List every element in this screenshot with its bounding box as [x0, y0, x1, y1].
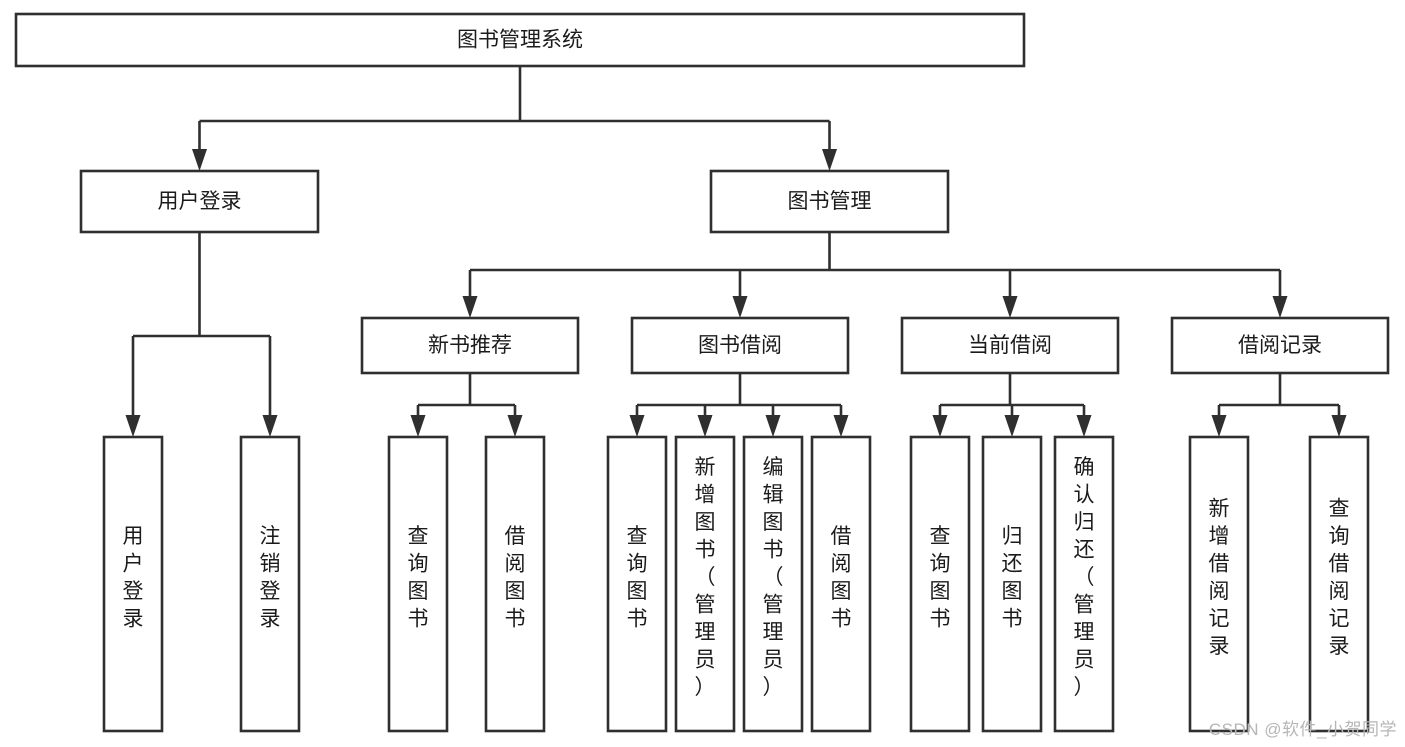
node-label: 用户登录 — [123, 525, 144, 631]
node-box[interactable] — [674, 435, 736, 733]
node-box[interactable] — [387, 435, 449, 733]
arrow-head-icon — [822, 149, 837, 171]
arrow-head-icon — [262, 415, 278, 437]
node-box[interactable] — [79, 169, 320, 234]
node-box[interactable] — [1170, 316, 1390, 375]
node-leaf-rec-search[interactable]: 查询借阅记录 — [1308, 435, 1370, 733]
node-box[interactable] — [909, 435, 971, 733]
node-label: 借阅记录 — [1238, 334, 1322, 357]
arrow-head-icon — [732, 296, 748, 318]
connectors-layer — [125, 66, 1347, 437]
node-label: 查询图书 — [627, 525, 648, 631]
arrow-head-icon — [410, 415, 426, 437]
node-box[interactable] — [742, 435, 804, 733]
node-label: 用户登录 — [158, 190, 242, 213]
connector-group-borrow-record — [1211, 373, 1347, 437]
arrow-head-icon — [462, 296, 478, 318]
arrow-head-icon — [1331, 415, 1347, 437]
node-label: 新增图书（管理员） — [695, 456, 716, 699]
arrow-head-icon — [192, 149, 207, 171]
node-label: 图书借阅 — [698, 334, 782, 357]
node-root[interactable]: 图书管理系统 — [14, 12, 1026, 68]
node-leaf-borrow-add[interactable]: 新增图书（管理员） — [674, 435, 736, 733]
node-leaf-borrow-do[interactable]: 借阅图书 — [810, 435, 872, 733]
node-new-book-rec[interactable]: 新书推荐 — [360, 316, 580, 375]
node-box[interactable] — [606, 435, 668, 733]
node-book-borrow[interactable]: 图书借阅 — [630, 316, 850, 375]
connector-group-root — [192, 66, 837, 171]
node-leaf-cur-return[interactable]: 归还图书 — [981, 435, 1043, 733]
node-leaf-cur-query[interactable]: 查询图书 — [909, 435, 971, 733]
nodes-layer: 图书管理系统用户登录图书管理新书推荐图书借阅当前借阅借阅记录用户登录注销登录查询… — [14, 12, 1390, 733]
node-label: 借阅图书 — [831, 525, 852, 631]
node-label: 注销登录 — [260, 525, 281, 631]
node-leaf-rec-add[interactable]: 新增借阅记录 — [1188, 435, 1250, 733]
arrow-head-icon — [1002, 296, 1018, 318]
node-leaf-rec-borrow[interactable]: 借阅图书 — [484, 435, 546, 733]
node-leaf-borrow-query[interactable]: 查询图书 — [606, 435, 668, 733]
node-box[interactable] — [981, 435, 1043, 733]
connector-group-current-borrow — [932, 373, 1092, 437]
node-user-login[interactable]: 用户登录 — [79, 169, 320, 234]
node-box[interactable] — [900, 316, 1120, 375]
arrow-head-icon — [1272, 296, 1288, 318]
node-label: 查询借阅记录 — [1329, 497, 1350, 658]
arrow-head-icon — [932, 415, 948, 437]
arrow-head-icon — [1076, 415, 1092, 437]
node-box[interactable] — [1188, 435, 1250, 733]
arrow-head-icon — [629, 415, 645, 437]
arrow-head-icon — [765, 415, 781, 437]
node-box[interactable] — [1053, 435, 1115, 733]
node-label: 借阅图书 — [505, 525, 526, 631]
node-box[interactable] — [360, 316, 580, 375]
connector-group-book-borrow — [629, 373, 849, 437]
node-box[interactable] — [1308, 435, 1370, 733]
node-box[interactable] — [102, 435, 164, 733]
arrow-head-icon — [507, 415, 523, 437]
node-leaf-user-login[interactable]: 用户登录 — [102, 435, 164, 733]
node-box[interactable] — [630, 316, 850, 375]
node-leaf-borrow-edit[interactable]: 编辑图书（管理员） — [742, 435, 804, 733]
node-box[interactable] — [239, 435, 301, 733]
arrow-head-icon — [125, 415, 141, 437]
node-box[interactable] — [810, 435, 872, 733]
node-label: 归还图书 — [1002, 525, 1023, 631]
connector-group-book-manage — [462, 232, 1288, 318]
node-label: 当前借阅 — [968, 334, 1052, 357]
node-leaf-user-logout[interactable]: 注销登录 — [239, 435, 301, 733]
node-box[interactable] — [709, 169, 950, 234]
arrow-head-icon — [1211, 415, 1227, 437]
arrow-head-icon — [833, 415, 849, 437]
node-label: 新书推荐 — [428, 334, 512, 357]
node-leaf-cur-confirm[interactable]: 确认归还（管理员） — [1053, 435, 1115, 733]
node-label: 新增借阅记录 — [1209, 497, 1230, 658]
connector-group-new-book-rec — [410, 373, 523, 437]
node-book-manage[interactable]: 图书管理 — [709, 169, 950, 234]
node-box[interactable] — [14, 12, 1026, 68]
csdn-watermark: CSDN @软件_小贺同学 — [1208, 720, 1397, 739]
arrow-head-icon — [1004, 415, 1020, 437]
node-leaf-rec-query[interactable]: 查询图书 — [387, 435, 449, 733]
node-current-borrow[interactable]: 当前借阅 — [900, 316, 1120, 375]
node-label: 图书管理 — [788, 190, 872, 213]
node-label: 确认归还（管理员） — [1074, 456, 1095, 699]
node-label: 编辑图书（管理员） — [763, 456, 784, 699]
node-borrow-record[interactable]: 借阅记录 — [1170, 316, 1390, 375]
arrow-head-icon — [697, 415, 713, 437]
node-label: 图书管理系统 — [457, 29, 583, 52]
node-box[interactable] — [484, 435, 546, 733]
connector-group-user-login — [125, 232, 278, 437]
node-label: 查询图书 — [408, 525, 429, 631]
node-label: 查询图书 — [930, 525, 951, 631]
